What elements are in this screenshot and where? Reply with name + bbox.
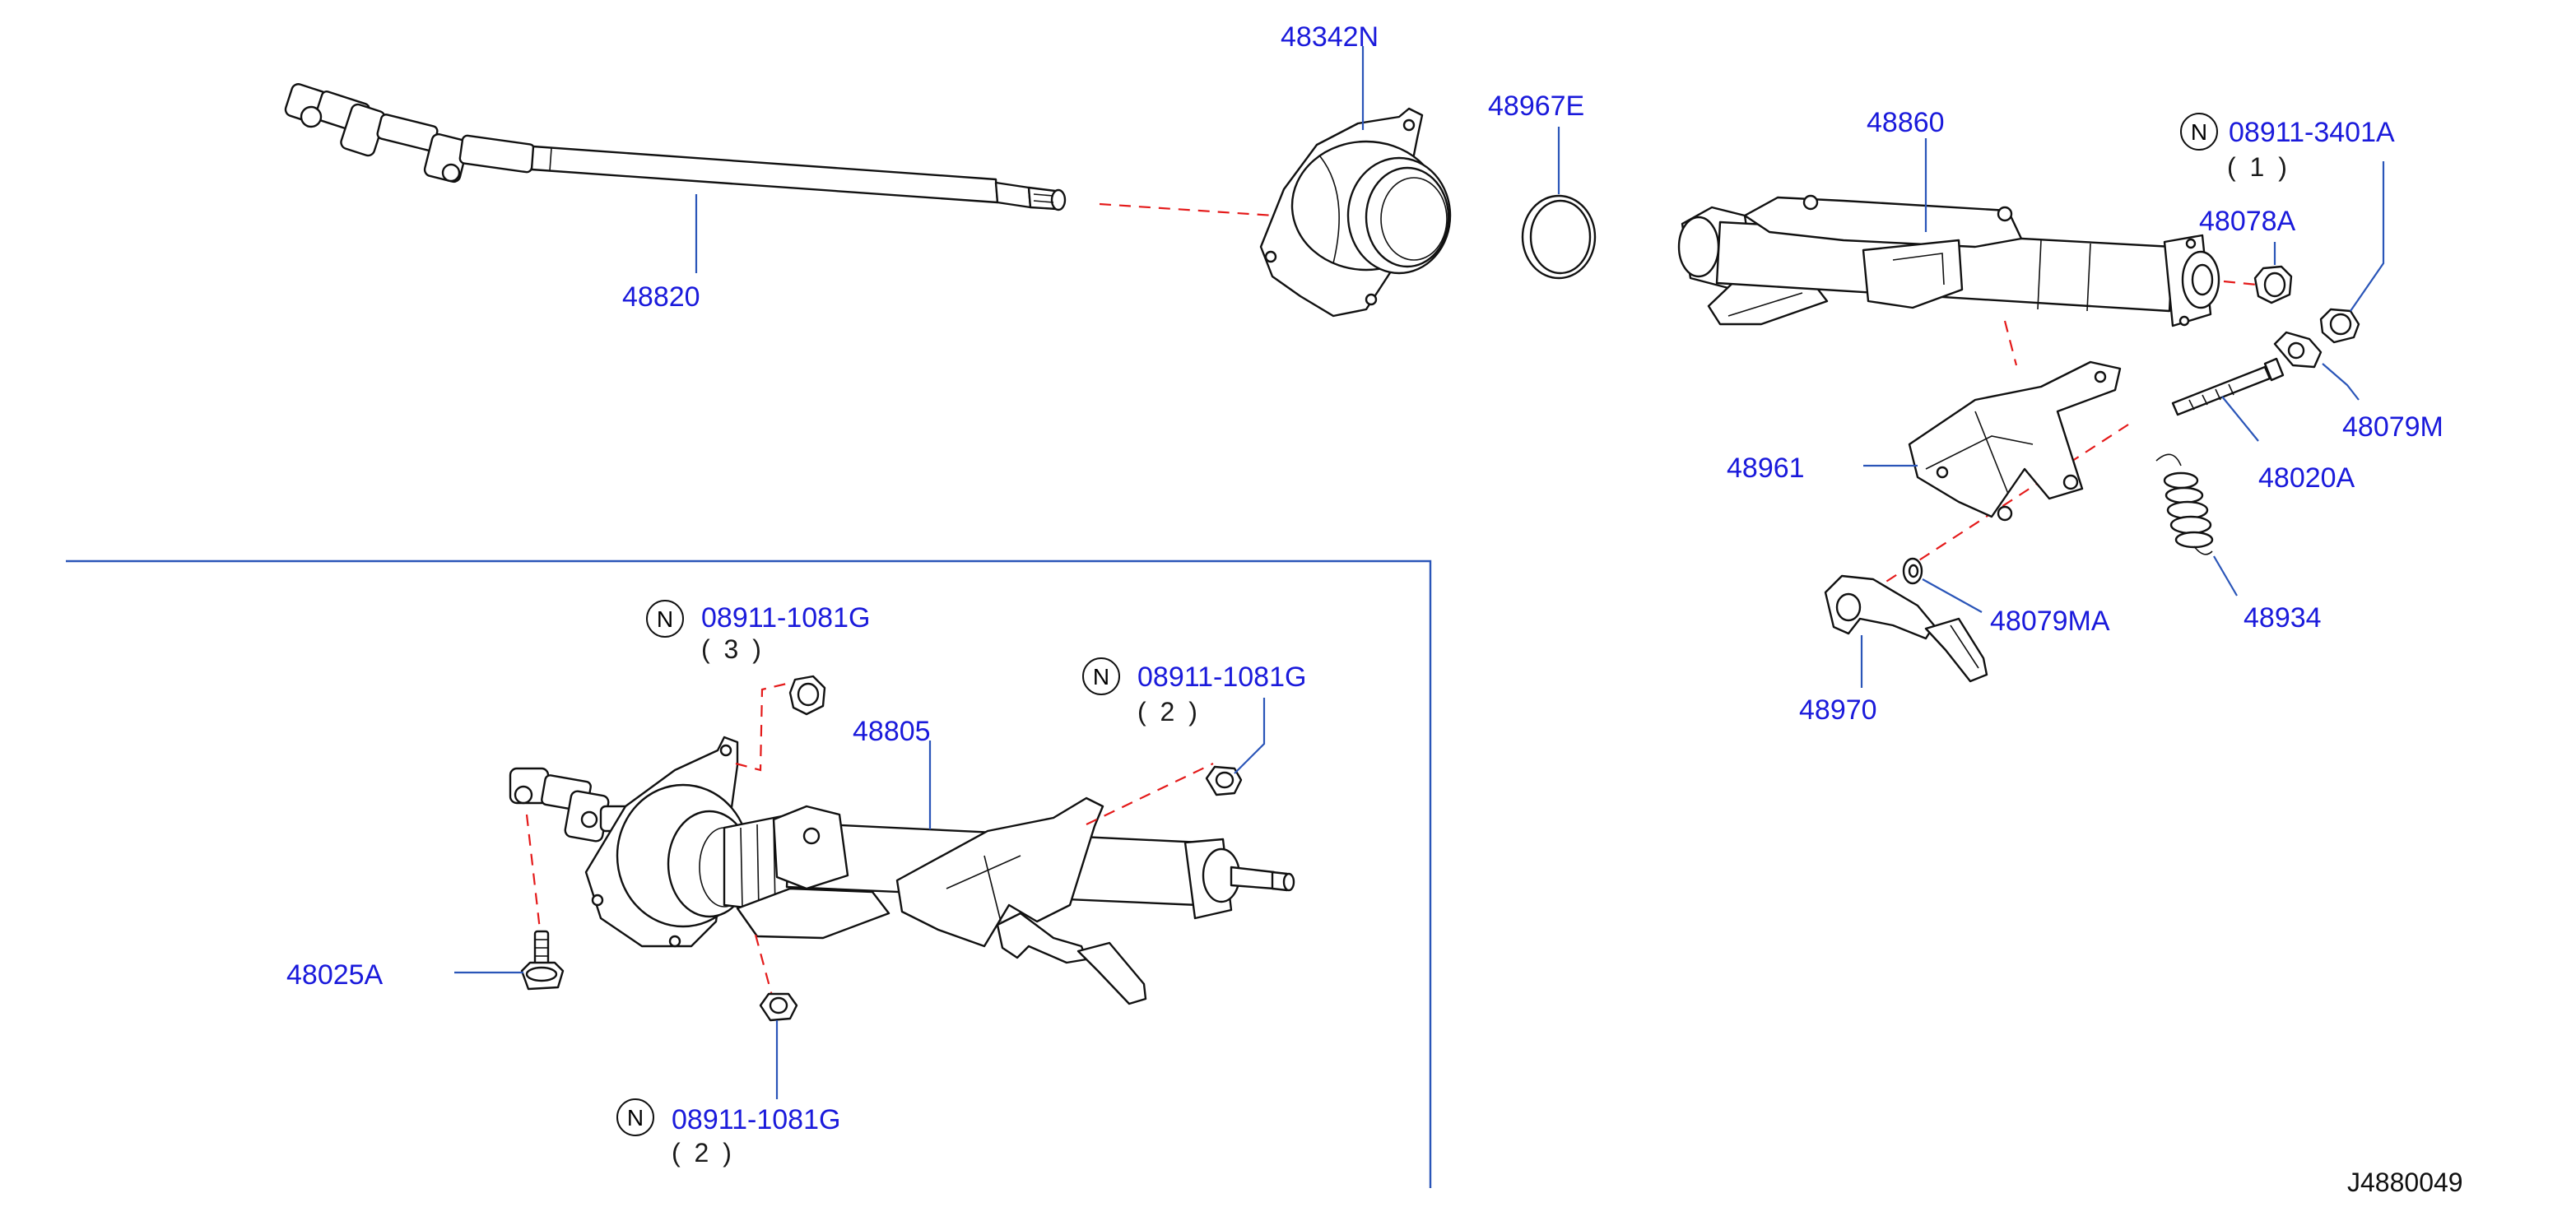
nut-08911-3401A[interactable] xyxy=(2319,308,2360,344)
leader-48079MA xyxy=(1922,578,1983,613)
part-label-48079M: 48079M xyxy=(2342,411,2443,443)
tilt-lever-48970[interactable] xyxy=(1824,574,1988,683)
seal-ring-48967E[interactable] xyxy=(1521,194,1597,280)
part-label-48967E: 48967E xyxy=(1488,91,1584,122)
nut-08911-1081G-right[interactable] xyxy=(1205,765,1243,796)
part-label-48805: 48805 xyxy=(853,716,931,747)
part-label-48970: 48970 xyxy=(1799,694,1877,726)
part-label-48961: 48961 xyxy=(1727,453,1805,484)
guide-48805-to-lower-nut xyxy=(754,934,774,996)
steering-column-assy-48860[interactable] xyxy=(1677,194,2220,327)
qty-08911-1081G-right: ( 2 ) xyxy=(1137,697,1201,727)
part-label-48860: 48860 xyxy=(1867,107,1945,138)
leader-08911-1081G-right xyxy=(1234,698,1266,774)
n-badge-circle xyxy=(646,600,684,638)
intermediate-shaft-48820[interactable] xyxy=(284,82,1067,211)
part-code-08911-3401A: 08911-3401A xyxy=(2229,117,2395,148)
part-code-08911-1081G-lower: 08911-1081G xyxy=(672,1104,840,1135)
universal-joint-upper xyxy=(284,83,536,183)
bolt-48020A[interactable] xyxy=(2171,357,2285,416)
part-code-08911-1081G-upper: 08911-1081G xyxy=(701,602,870,634)
leader-48079M xyxy=(2322,363,2360,401)
callout-08911-1081G-lower: N 08911-1081G ( 2 ) xyxy=(616,1098,840,1168)
n-badge-circle xyxy=(616,1098,654,1136)
n-badge-circle xyxy=(2180,113,2218,151)
tilt-bracket-48961[interactable] xyxy=(1908,360,2122,522)
spring-48934[interactable] xyxy=(2155,453,2214,555)
n-badge: N xyxy=(2191,119,2207,145)
bracket-plate-48079M[interactable] xyxy=(2273,331,2323,369)
nut-48078A[interactable] xyxy=(2253,265,2293,304)
bolt-48025A[interactable] xyxy=(520,930,565,991)
part-label-48934: 48934 xyxy=(2244,602,2322,634)
qty-08911-1081G-lower: ( 2 ) xyxy=(672,1138,735,1168)
guide-48805-to-right-nut xyxy=(1086,763,1214,825)
part-label-48020A: 48020A xyxy=(2258,462,2355,494)
part-code-08911-1081G-right: 08911-1081G xyxy=(1137,662,1306,693)
guide-48805-to-48025A xyxy=(525,814,542,931)
washer-48079MA[interactable] xyxy=(1902,557,1923,585)
leader-48020A xyxy=(2221,396,2259,442)
n-badge-circle xyxy=(1082,657,1120,695)
nut-08911-1081G-upper[interactable] xyxy=(788,675,826,716)
guide-48805-to-upper-nut xyxy=(735,681,791,772)
part-label-48078A: 48078A xyxy=(2199,206,2296,237)
callout-08911-3401A: N 08911-3401A ( 1 ) xyxy=(2180,113,2395,182)
steering-column-assy-48805[interactable] xyxy=(509,736,1295,1005)
qty-08911-3401A: ( 1 ) xyxy=(2227,152,2290,182)
part-label-48342N: 48342N xyxy=(1281,21,1379,53)
assembly-frame xyxy=(66,559,1432,1188)
part-label-48079MA: 48079MA xyxy=(1990,606,2110,637)
nut-08911-1081G-lower[interactable] xyxy=(759,992,798,1022)
guide-48860-to-48078A xyxy=(2223,280,2257,286)
n-badge: N xyxy=(627,1105,644,1130)
n-badge: N xyxy=(657,606,673,632)
leader-08911-3401A xyxy=(2350,161,2385,312)
callout-08911-1081G-right: N 08911-1081G ( 2 ) xyxy=(1082,657,1306,727)
n-badge: N xyxy=(1093,664,1109,689)
column-hole-cover-48342N[interactable] xyxy=(1259,107,1452,318)
guide-48860-to-48961 xyxy=(2003,320,2018,366)
qty-08911-1081G-upper: ( 3 ) xyxy=(701,634,765,664)
part-label-48820: 48820 xyxy=(622,281,700,313)
part-label-48025A: 48025A xyxy=(286,959,384,991)
callout-08911-1081G-upper: N 08911-1081G ( 3 ) xyxy=(646,600,870,664)
guide-48820-to-48342N xyxy=(1099,202,1275,217)
diagram-reference-code: J4880049 xyxy=(2347,1168,2463,1197)
leader-48934 xyxy=(2213,555,2238,597)
